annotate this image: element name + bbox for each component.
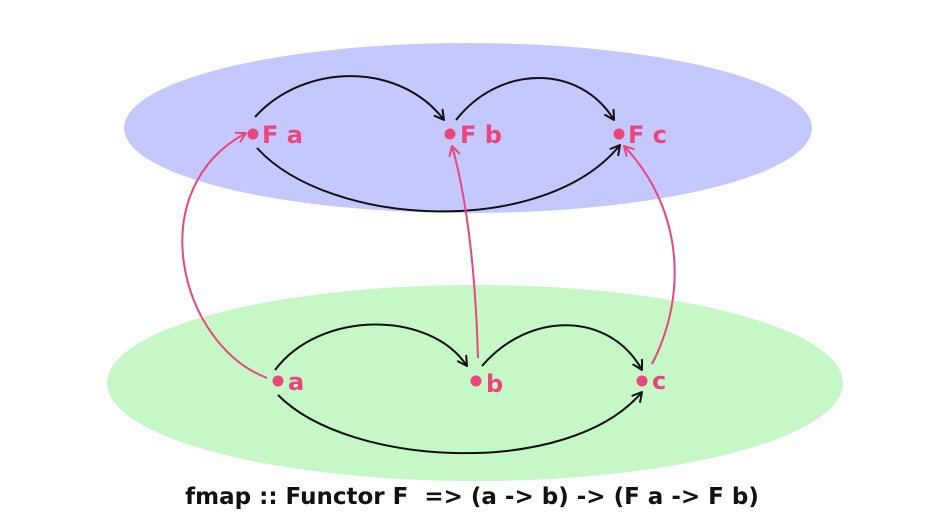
map-arrow-b-fb bbox=[448, 145, 479, 359]
node-dot-fa bbox=[247, 128, 259, 140]
top-arrow-fa-fc bbox=[256, 144, 621, 213]
top-arrow-fb-fc bbox=[455, 77, 615, 121]
node-dot-b bbox=[470, 375, 482, 387]
top-arrow-fa-fb bbox=[254, 75, 445, 121]
node-label-c: c bbox=[652, 367, 666, 395]
node-dot-c bbox=[636, 375, 648, 387]
node-label-b: b bbox=[486, 370, 503, 398]
node-label-fb: F b bbox=[460, 121, 502, 149]
top-plane bbox=[124, 43, 812, 213]
fmap-signature-caption: fmap :: Functor F => (a -> b) -> (F a ->… bbox=[185, 484, 759, 510]
node-dot-a bbox=[272, 375, 284, 387]
node-label-fa: F a bbox=[262, 121, 303, 149]
node-label-a: a bbox=[288, 368, 304, 396]
bottom-arrow-a-b bbox=[274, 323, 468, 371]
map-arrow-c-fc bbox=[623, 145, 676, 365]
bottom-arrow-a-c bbox=[277, 391, 643, 455]
node-dot-fb bbox=[444, 128, 456, 140]
node-label-fc: F c bbox=[628, 121, 667, 149]
node-dot-fc bbox=[613, 128, 625, 140]
bottom-arrow-b-c bbox=[481, 324, 644, 371]
map-arrow-a-fa bbox=[181, 131, 268, 379]
